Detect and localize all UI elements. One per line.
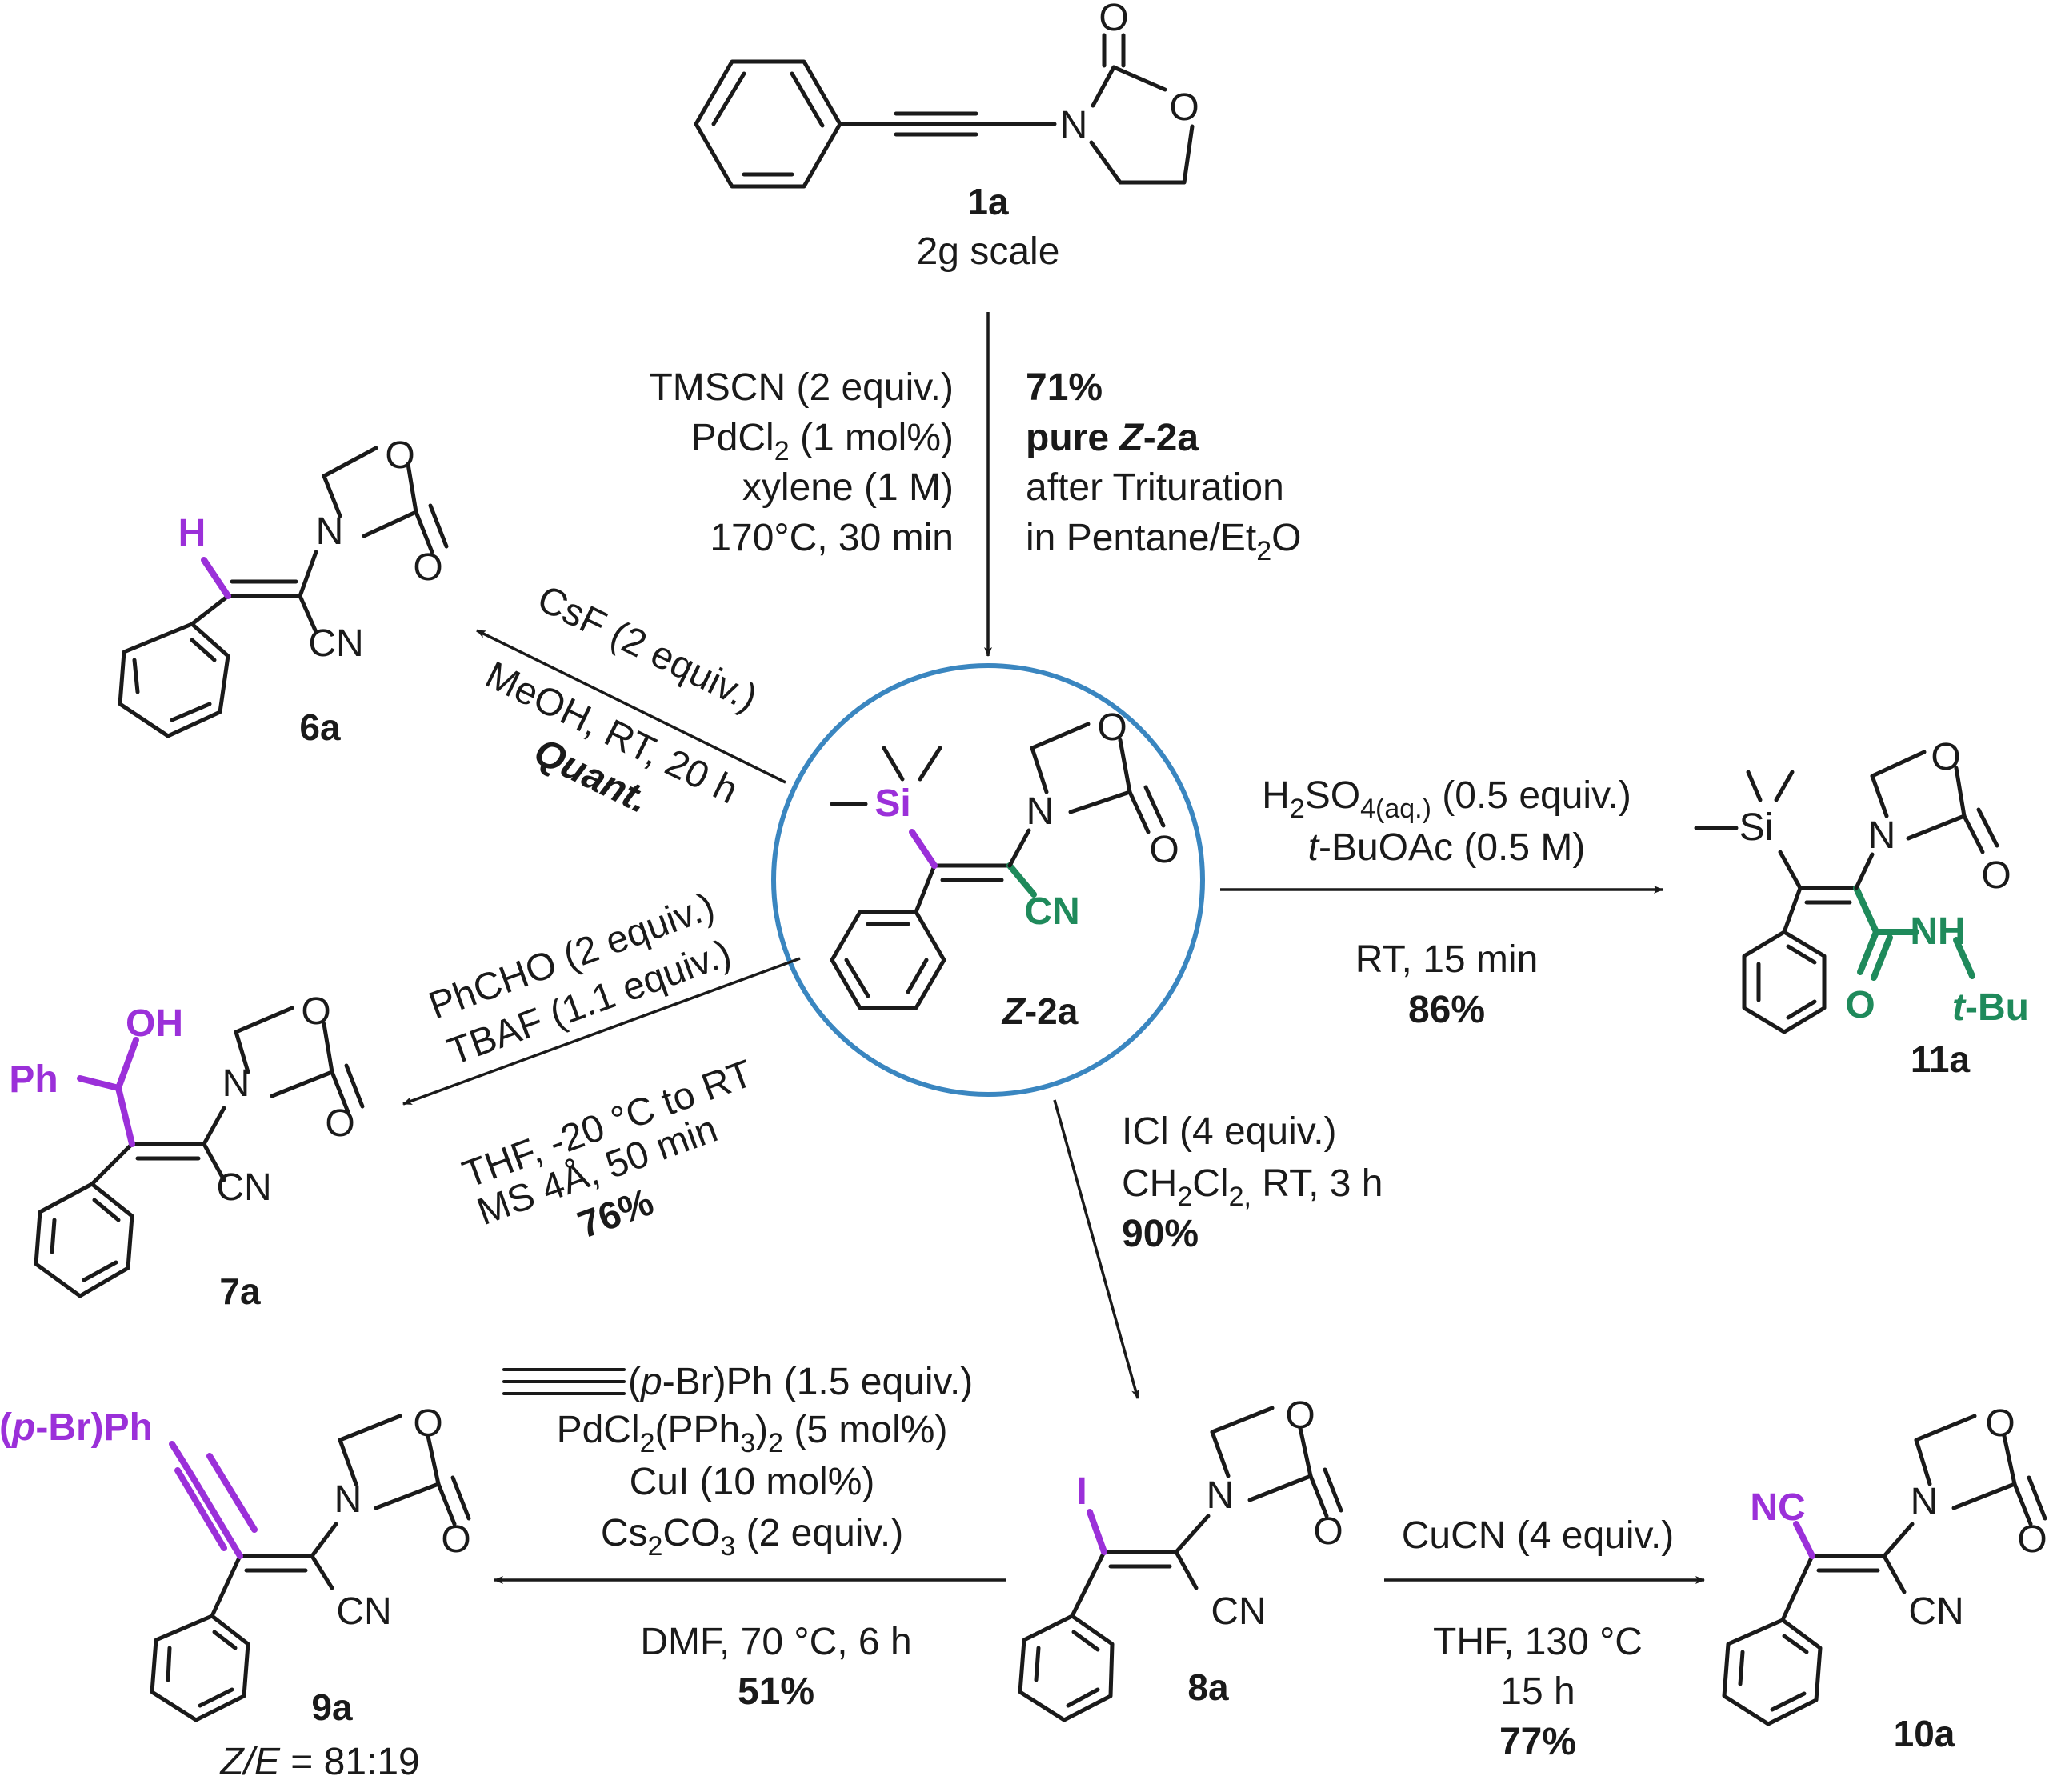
cond-line: CuCN (4 equiv.) [1402,1514,1675,1557]
cond-line: xylene (1 M) [742,466,954,509]
arrow-2a-to-7a [402,957,801,1106]
conditions-to-8a: ICl (4 equiv.) CH2Cl2, RT, 3 h 90% [1122,1110,1383,1255]
atom-ph: Ph [9,1058,58,1101]
compound-label-9a: 9a [311,1686,353,1728]
atom-n: N [1868,814,1896,857]
atom-n: N [1207,1474,1235,1517]
atom-o-carbonyl: O [1313,1510,1343,1553]
yield: 77% [1499,1721,1576,1763]
atom-pbrph: (p-Br)Ph [0,1406,153,1449]
conditions-to-6a: CsF (2 equiv.) MeOH, RT, 20 h Quant. [479,578,764,822]
atom-n: N [1060,104,1088,146]
arrow-2a-to-8a [1053,1099,1139,1399]
atom-oh: OH [126,1002,183,1045]
atom-o-ring: O [301,990,330,1033]
yield: 90% [1122,1213,1199,1255]
atom-o-ring: O [1285,1394,1315,1437]
atom-cn: CN [216,1166,271,1209]
atom-tbu: t-Bu [1952,986,2029,1029]
conditions-to-11a: H2SO4(aq.) (0.5 equiv.) t-BuOAc (0.5 M) … [1262,774,1631,1031]
atom-o-ring: O [385,434,414,477]
atom-nc: NC [1750,1486,1805,1529]
atom-cn: CN [308,622,363,665]
atom-cn: CN [1908,1590,1963,1633]
compound-label-10a: 10a [1894,1713,1955,1754]
cond-line: CH2Cl2, RT, 3 h [1122,1162,1383,1212]
atom-n: N [334,1478,362,1521]
compound-1a: N O O 1a 2g scale [694,0,1199,273]
atom-si: Si [1739,806,1774,849]
compound-label-z-2a: Z-2a [1001,990,1079,1032]
atom-o-carbonyl: O [1149,829,1179,871]
atom-n: N [1911,1481,1939,1523]
cond-line: Cs2CO3 (2 equiv.) [601,1512,903,1562]
cond-line: (p-Br)Ph (1.5 equiv.) [628,1361,973,1403]
compound-8a: I CN N O O 8a [1018,1394,1343,1722]
compound-label-11a: 11a [1911,1038,1971,1080]
atom-nh: NH [1910,910,1965,953]
cond-line: PdCl2 (1 mol%) [691,417,954,466]
cond-line: TMSCN (2 equiv.) [649,366,954,409]
cond-line: THF, 130 °C [1433,1621,1643,1663]
atom-cn: CN [1211,1590,1266,1633]
conditions-to-10a: CuCN (4 equiv.) THF, 130 °C 15 h 77% [1402,1514,1675,1763]
atom-n: N [1026,790,1055,833]
cond-line: H2SO4(aq.) (0.5 equiv.) [1262,774,1631,824]
compound-11a: Si N O O NH O t-Bu 11a [1694,736,2029,1080]
atom-o-ring: O [1931,736,1960,778]
atom-o-carbonyl: O [325,1102,354,1145]
conditions-to-9a: (p-Br)Ph (1.5 equiv.) PdCl2(PPh3)2 (5 mo… [502,1361,973,1713]
atom-o-carbonyl: O [2017,1518,2047,1561]
atom-cn: CN [336,1590,391,1633]
arrow-2a-to-6a [476,629,786,784]
atom-o-carbonyl: O [441,1518,470,1561]
cond-line: 170°C, 30 min [710,517,954,559]
cond-line: in Pentane/Et2O [1026,517,1301,566]
compound-label-8a: 8a [1187,1666,1229,1708]
cond-line: after Trituration [1026,466,1284,509]
compound-z-2a: Si CN N O O Z-2a [771,663,1205,1097]
atom-o-carbonyl: O [1981,854,2011,897]
atom-o-ring: O [413,1402,442,1445]
atom-o-ring: O [1169,86,1199,129]
compound-7a: Ph OH CN N O O 7a [9,990,365,1312]
atom-o-carbonyl: O [1099,0,1128,39]
cond-line: CuI (10 mol%) [630,1461,875,1503]
compound-9a: (p-Br)Ph CN N O O 9a Z/E = 81:19 [0,1402,471,1783]
yield: 86% [1408,989,1485,1031]
yield: 71% [1026,366,1103,409]
atom-cn: CN [1024,890,1079,933]
yield: 51% [738,1670,814,1713]
compound-label-1a: 1a [967,181,1009,222]
conditions-1a-to-2a: TMSCN (2 equiv.) PdCl2 (1 mol%) xylene (… [649,366,1301,566]
cond-line: RT, 15 min [1355,938,1539,981]
atom-n: N [222,1062,250,1105]
cond-line: pure Z-2a [1026,417,1199,459]
scale-note: 2g scale [917,230,1060,273]
atom-i: I [1076,1470,1087,1513]
compound-label-7a: 7a [219,1270,261,1312]
atom-h: H [178,512,206,554]
cond-line: DMF, 70 °C, 6 h [640,1621,911,1663]
ze-ratio: Z/E = 81:19 [219,1741,420,1783]
cond-line: t-BuOAc (0.5 M) [1308,826,1586,869]
atom-o-amide: O [1845,984,1875,1026]
cond-line: ICl (4 equiv.) [1122,1110,1337,1153]
atom-o-ring: O [1097,706,1127,749]
cond-line: 15 h [1500,1670,1575,1713]
atom-n: N [316,510,344,553]
cond-line: PdCl2(PPh3)2 (5 mol%) [557,1409,948,1458]
compound-6a: H CN N O O 6a [118,434,449,748]
atom-o-ring: O [1985,1402,2015,1445]
conditions-to-7a: PhCHO (2 equiv.) TBAF (1.1 equiv.) THF, … [423,885,758,1246]
atom-o-carbonyl: O [413,546,442,589]
atom-si: Si [874,782,910,825]
highlight-circle [771,663,1205,1097]
compound-10a: NC CN N O O 10a [1722,1402,2047,1754]
alkyne-glyph [502,1368,626,1395]
compound-label-6a: 6a [299,706,341,748]
